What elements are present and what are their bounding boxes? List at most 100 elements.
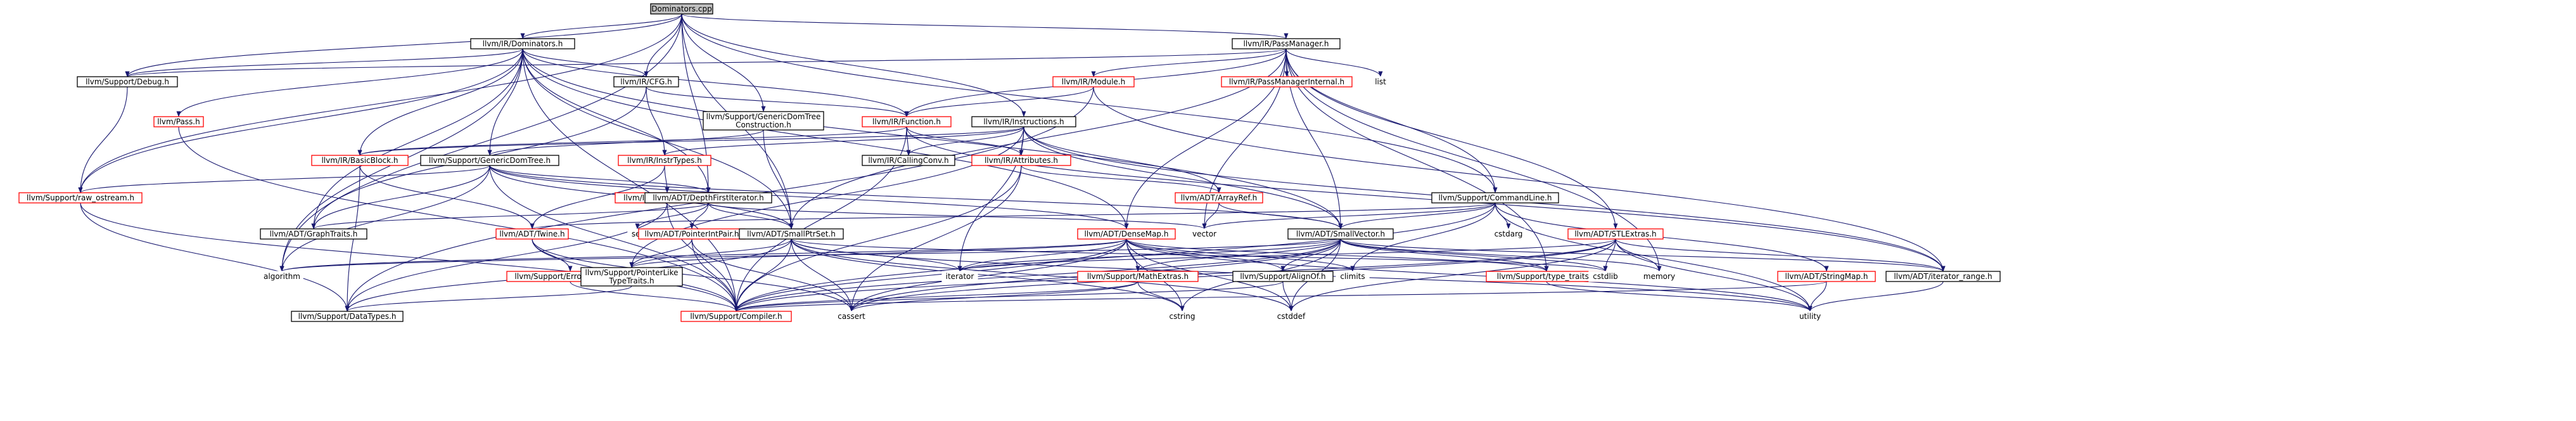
node-cstddef: cstddef	[1273, 311, 1310, 322]
node-cstring-box	[1165, 311, 1199, 322]
node-ir_pass[interactable]: llvm/Pass.h	[153, 116, 204, 127]
edge-root-to-cmdline	[681, 13, 1498, 193]
edge-raw_ostream-to-compiler	[80, 202, 739, 312]
node-ir_dominators[interactable]: llvm/IR/Dominators.h	[470, 38, 575, 49]
node-ir_attributes[interactable]: llvm/IR/Attributes.h	[971, 155, 1071, 166]
node-ir_insttypes-label-0: llvm/IR/InstrTypes.h	[627, 156, 702, 165]
edge-smallvector-to-alignof	[1280, 238, 1341, 272]
node-ir_module[interactable]: llvm/IR/Module.h	[1052, 76, 1135, 87]
node-utility: utility	[1794, 311, 1827, 322]
node-arrayref-label-0: llvm/ADT/ArrayRef.h	[1181, 193, 1258, 202]
node-ir_basicblock[interactable]: llvm/IR/BasicBlock.h	[311, 155, 409, 166]
edge-root-to-dfi	[681, 13, 711, 193]
node-cstddef-box	[1273, 311, 1310, 322]
edge-ir_instructions-to-ptrliketraits	[629, 126, 1024, 268]
edge-stlextras-to-utility	[1615, 238, 1813, 312]
node-root-label-0: Dominators.cpp	[651, 4, 711, 13]
node-twine[interactable]: llvm/ADT/Twine.h	[495, 228, 569, 240]
edge-support_debug-to-raw_ostream	[78, 86, 128, 193]
node-vector-box	[1189, 228, 1220, 240]
node-support_debug-box	[77, 76, 178, 87]
node-stlextras[interactable]: llvm/ADT/STLExtras.h	[1567, 228, 1664, 240]
node-arrayref-box	[1175, 192, 1263, 204]
node-cstdarg: cstdarg	[1491, 228, 1526, 240]
node-pointerintpair[interactable]: llvm/ADT/PointerIntPair.h	[638, 228, 746, 240]
edge-smallvector-to-mathextras	[1135, 238, 1341, 272]
node-ir_insttypes[interactable]: llvm/IR/InstrTypes.h	[618, 155, 711, 166]
edge-ir_dominators-to-smallvector	[522, 48, 1343, 230]
node-gdt-box	[420, 155, 559, 166]
edge-ir_cfg-to-ir_insttypes	[646, 86, 667, 156]
edge-densemap-to-iterator	[957, 238, 1127, 272]
node-cstring-label-0: cstring	[1169, 312, 1195, 321]
node-gdt[interactable]: llvm/Support/GenericDomTree.h	[420, 155, 559, 166]
node-ir_insttypes-box	[618, 155, 711, 166]
node-alignof-label-0: llvm/Support/AlignOf.h	[1240, 272, 1325, 281]
node-cmdline[interactable]: llvm/Support/CommandLine.h	[1431, 192, 1559, 204]
node-densemap[interactable]: llvm/ADT/DenseMap.h	[1077, 228, 1176, 240]
node-graphtraits-box	[260, 228, 367, 240]
edge-ir_passmanager-to-support_debug	[125, 48, 1287, 77]
edge-cmdline-to-compiler	[734, 202, 1496, 312]
node-stringmap[interactable]: llvm/ADT/StringMap.h	[1777, 271, 1876, 282]
node-cstdarg-box	[1491, 228, 1526, 240]
node-support_debug-label-0: llvm/Support/Debug.h	[86, 77, 169, 86]
edge-stlextras-to-iterator	[957, 238, 1616, 272]
node-ir_instructions[interactable]: llvm/IR/Instructions.h	[971, 116, 1076, 127]
node-ir_pass-label-0: llvm/Pass.h	[157, 117, 200, 126]
edge-cmdline-to-twine	[530, 202, 1496, 230]
edge-densemap-to-algorithm	[279, 238, 1127, 272]
node-graphtraits[interactable]: llvm/ADT/GraphTraits.h	[260, 228, 367, 240]
edge-smallvector-to-cstdlib	[1340, 238, 1608, 272]
edge-mathextras-to-compiler	[734, 281, 1138, 312]
edge-ir_instructions-to-iterator	[957, 126, 1024, 272]
node-ir_passmanager[interactable]: llvm/IR/PassManager.h	[1232, 38, 1341, 49]
edge-ir_instructions-to-arrayref	[1023, 126, 1221, 193]
edge-root-to-support_debug	[125, 13, 682, 77]
node-memory: memory	[1642, 271, 1677, 282]
node-ir_callingconv[interactable]: llvm/IR/CallingConv.h	[862, 155, 955, 166]
node-stlextras-box	[1567, 228, 1664, 240]
node-gdtc[interactable]: llvm/Support/GenericDomTreeConstruction.…	[703, 111, 824, 131]
node-smallvector[interactable]: llvm/ADT/SmallVector.h	[1287, 228, 1394, 240]
node-gdt-label-0: llvm/Support/GenericDomTree.h	[429, 156, 551, 165]
edge-gdt-to-compiler	[489, 165, 739, 312]
edge-smallvector-to-typetraits	[1340, 238, 1549, 272]
node-alignof[interactable]: llvm/Support/AlignOf.h	[1232, 271, 1334, 282]
node-iterator_range-box	[1885, 271, 2001, 282]
node-ptrliketraits-label-0: llvm/Support/PointerLike	[585, 268, 678, 277]
node-twine-box	[495, 228, 569, 240]
node-compiler[interactable]: llvm/Support/Compiler.h	[680, 311, 792, 322]
node-datatypes[interactable]: llvm/Support/DataTypes.h	[291, 311, 404, 322]
node-cmdline-label-0: llvm/Support/CommandLine.h	[1438, 193, 1552, 202]
node-root[interactable]: Dominators.cpp	[650, 3, 713, 15]
node-datatypes-label-0: llvm/Support/DataTypes.h	[298, 312, 397, 321]
node-pointerintpair-label-0: llvm/ADT/PointerIntPair.h	[645, 230, 739, 238]
node-ir_pmi[interactable]: llvm/IR/PassManagerInternal.h	[1221, 76, 1353, 87]
edge-ir_instructions-to-ir_callingconv	[906, 126, 1024, 156]
edge-mathextras-to-cstring	[1137, 281, 1185, 312]
node-mathextras[interactable]: llvm/Support/MathExtras.h	[1077, 271, 1199, 282]
edge-ir_passmanager-to-ir_module	[1091, 48, 1287, 77]
node-arrayref[interactable]: llvm/ADT/ArrayRef.h	[1175, 192, 1263, 204]
node-cassert-box	[833, 311, 870, 322]
node-ir_function[interactable]: llvm/IR/Function.h	[862, 116, 952, 127]
node-list-label-0: list	[1375, 77, 1386, 86]
node-iterator_range[interactable]: llvm/ADT/iterator_range.h	[1885, 271, 2001, 282]
edge-raw_ostream-to-datatypes	[80, 202, 350, 312]
edge-densemap-to-alignof	[1126, 238, 1285, 272]
node-ir_callingconv-label-0: llvm/IR/CallingConv.h	[868, 156, 948, 165]
node-climits: climits	[1336, 271, 1370, 282]
node-smallptrset[interactable]: llvm/ADT/SmallPtrSet.h	[739, 228, 844, 240]
edge-ir_dominators-to-ir_cfg	[522, 48, 649, 77]
edge-typetraits-to-utility	[1546, 281, 1813, 312]
node-dfi[interactable]: llvm/ADT/DepthFirstIterator.h	[644, 192, 772, 204]
node-ir_cfg[interactable]: llvm/IR/CFG.h	[613, 76, 679, 87]
node-support_debug[interactable]: llvm/Support/Debug.h	[77, 76, 178, 87]
edge-cmdline-to-utility	[1495, 202, 1813, 312]
node-ir_passmanager-label-0: llvm/IR/PassManager.h	[1244, 39, 1329, 48]
node-raw_ostream[interactable]: llvm/Support/raw_ostream.h	[18, 192, 143, 204]
node-ir_instructions-label-0: llvm/IR/Instructions.h	[983, 117, 1064, 126]
